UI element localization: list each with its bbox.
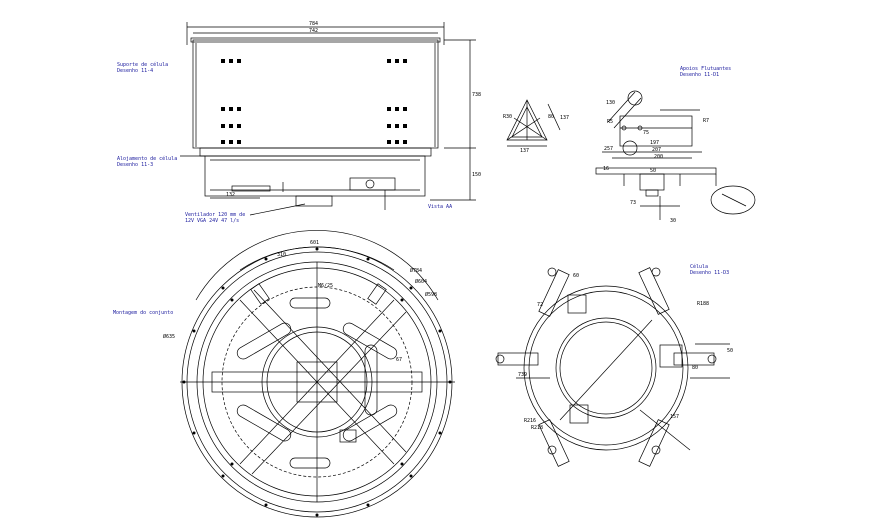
label-alojamento-2: Desenho 11-3: [117, 162, 154, 168]
dim-a-197: 197: [650, 140, 660, 146]
dim-b-73: 73: [630, 200, 637, 206]
dim-cel-50: 50: [727, 348, 734, 354]
dim-top-784: 784: [309, 21, 319, 27]
dim-asm-mp: M6/25: [318, 283, 334, 289]
label-apoios-1: Apoios Flutuantes: [680, 66, 732, 72]
apoios-part: [595, 90, 756, 220]
label-ventilador-2: 12V VGA 24V 47 l/s: [185, 218, 240, 224]
dim-a-257: 257: [604, 146, 614, 152]
dim-a-200: 200: [654, 154, 664, 160]
label-apoios-2: Desenho 11-D1: [680, 72, 720, 78]
dim-cel-r188: R188: [697, 301, 710, 307]
dim-b-30: 30: [670, 218, 677, 224]
label-montagem: Montagem do conjunto: [113, 310, 174, 316]
dim-cel-739: 739: [518, 372, 528, 378]
dim-a-75: 75: [643, 130, 650, 136]
dim-asm-601: 601: [310, 240, 320, 246]
label-alojamento-1: Alojamento de célula: [117, 156, 178, 162]
dim-b-16: 16: [603, 166, 610, 172]
dim-side-738: 738: [472, 92, 482, 98]
label-suporte-2: Desenho 11-4: [117, 68, 154, 74]
cell-view: [495, 267, 730, 467]
label-celula-1: Célula: [690, 264, 709, 270]
dim-cel-r218: R218: [531, 425, 544, 431]
dim-cel-r216: R216: [524, 418, 537, 424]
assembly-view: [180, 230, 455, 518]
label-vista: Vista AA: [428, 204, 453, 210]
dim-asm-r784: Ø784: [410, 268, 423, 274]
dim-tri-r30: R30: [503, 114, 513, 120]
dim-asm-r635: Ø635: [163, 334, 176, 340]
dim-a-r5: R5: [607, 119, 614, 125]
dim-tri-137a: 137: [520, 148, 530, 154]
front-view: [180, 22, 476, 216]
dim-a-207: 207: [652, 147, 662, 153]
assembly-holes: [182, 247, 452, 517]
dim-side-150: 150: [472, 172, 482, 178]
dim-tri-80: 80: [548, 114, 555, 120]
dim-a-130: 130: [606, 100, 616, 106]
dim-asm-r598: Ø598: [425, 292, 438, 298]
dim-asm-67: 67: [396, 357, 403, 363]
dim-tri-137b: 137: [560, 115, 570, 121]
dim-b-50: 50: [650, 168, 657, 174]
dim-asm-r604: Ø604: [415, 279, 428, 285]
label-suporte-1: Suporte de célula: [117, 62, 169, 68]
label-ventilador-1: Ventilador 120 mm de: [185, 212, 246, 218]
dim-top-742: 742: [309, 28, 319, 34]
dim-cel-60: 60: [573, 273, 580, 279]
triangle-part: [506, 99, 561, 147]
dim-bot-132: 132: [226, 192, 236, 198]
dim-a-r7: R7: [703, 118, 710, 124]
dim-asm-310: 310: [277, 252, 287, 258]
label-celula-2: Desenho 11-D3: [690, 270, 730, 276]
dim-cel-80: 80: [692, 365, 699, 371]
dim-cel-72: 72: [537, 302, 544, 308]
dim-cel-157: 157: [670, 414, 680, 420]
